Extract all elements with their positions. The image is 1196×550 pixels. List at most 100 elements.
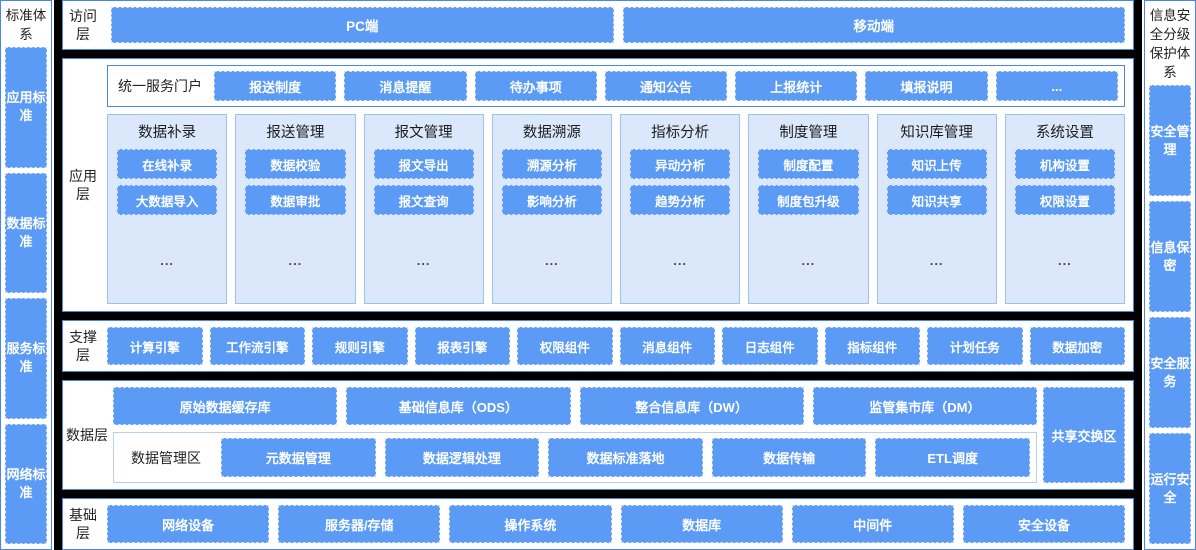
support-item-compute-engine[interactable]: 计算引擎 bbox=[107, 327, 203, 365]
app-card-item[interactable]: 报文导出 bbox=[373, 149, 474, 179]
app-card-item[interactable]: 数据审批 bbox=[245, 185, 346, 215]
data-store-ods[interactable]: 基础信息库（ODS） bbox=[346, 387, 571, 425]
share-exchange-zone[interactable]: 共享交换区 bbox=[1043, 387, 1125, 483]
app-card-system-settings: 系统设置 机构设置 权限设置 ... bbox=[1004, 114, 1125, 304]
left-pillar-standards-system: 标准体系 应用标准 数据标准 服务标准 网络标准 bbox=[0, 0, 52, 550]
infra-item-middleware[interactable]: 中间件 bbox=[791, 505, 954, 543]
left-pillar-item-application-standard[interactable]: 应用标准 bbox=[5, 47, 47, 168]
infra-item-server-storage[interactable]: 服务器/存储 bbox=[278, 505, 441, 543]
app-card-item[interactable]: 报文查询 bbox=[373, 185, 474, 215]
right-gutter-divider bbox=[1134, 0, 1142, 550]
data-store-raw-cache[interactable]: 原始数据缓存库 bbox=[113, 387, 338, 425]
support-layer-body: 计算引擎 工作流引擎 规则引擎 报表引擎 权限组件 消息组件 日志组件 指标组件… bbox=[103, 321, 1133, 371]
share-exchange-zone-column: 共享交换区 bbox=[1037, 381, 1133, 489]
portal-item-filling-instructions[interactable]: 填报说明 bbox=[865, 71, 988, 101]
app-card-more[interactable]: ... bbox=[544, 252, 559, 268]
infra-item-network-equipment[interactable]: 网络设备 bbox=[107, 505, 270, 543]
app-card-item[interactable]: 知识上传 bbox=[886, 149, 987, 179]
unified-service-portal-label: 统一服务门户 bbox=[118, 78, 202, 94]
access-layer-label: 访问层 bbox=[69, 8, 97, 42]
right-pillar-item-security-management[interactable]: 安全管理 bbox=[1149, 85, 1191, 196]
support-item-rule-engine[interactable]: 规则引擎 bbox=[312, 327, 408, 365]
application-layer-label: 应用层 bbox=[69, 168, 97, 202]
portal-item-report-statistics[interactable]: 上报统计 bbox=[735, 71, 858, 101]
data-manage-item-etl-scheduling[interactable]: ETL调度 bbox=[875, 438, 1030, 477]
portal-item-reporting-system[interactable]: 报送制度 bbox=[214, 71, 337, 101]
app-card-item[interactable]: 制度包升级 bbox=[758, 185, 859, 215]
app-card-item[interactable]: 机构设置 bbox=[1014, 149, 1115, 179]
left-pillar-item-data-standard[interactable]: 数据标准 bbox=[5, 172, 47, 293]
right-pillar-item-information-confidentiality[interactable]: 信息保密 bbox=[1149, 201, 1191, 312]
app-card-more[interactable]: ... bbox=[1057, 252, 1072, 268]
left-pillar-item-service-standard[interactable]: 服务标准 bbox=[5, 298, 47, 419]
left-pillar-items: 应用标准 数据标准 服务标准 网络标准 bbox=[5, 47, 47, 545]
portal-item-more[interactable]: ... bbox=[995, 71, 1118, 101]
data-manage-item-transmission[interactable]: 数据传输 bbox=[711, 438, 867, 477]
app-card-item[interactable]: 数据校验 bbox=[245, 149, 346, 179]
right-pillar-item-security-service[interactable]: 安全服务 bbox=[1149, 317, 1191, 428]
data-manage-item-logic-processing[interactable]: 数据逻辑处理 bbox=[384, 438, 540, 477]
app-card-more[interactable]: ... bbox=[288, 252, 303, 268]
left-pillar-title: 标准体系 bbox=[5, 8, 47, 42]
access-layer-body: PC端 移动端 bbox=[103, 1, 1133, 49]
portal-item-announcement[interactable]: 通知公告 bbox=[604, 71, 728, 101]
app-card-item[interactable]: 溯源分析 bbox=[501, 149, 602, 179]
app-card-title: 数据溯源 bbox=[522, 125, 581, 141]
app-card-submission-management: 报送管理 数据校验 数据审批 ... bbox=[235, 114, 356, 304]
application-layer-body: 统一服务门户 报送制度 消息提醒 待办事项 通知公告 上报统计 填报说明 ...… bbox=[103, 59, 1133, 311]
data-stores-row: 原始数据缓存库 基础信息库（ODS） 整合信息库（DW） 监管集市库（DM） bbox=[113, 387, 1037, 425]
access-item-pc[interactable]: PC端 bbox=[111, 7, 614, 43]
left-pillar-item-network-standard[interactable]: 网络标准 bbox=[5, 423, 47, 544]
data-store-dm[interactable]: 监管集市库（DM） bbox=[812, 387, 1037, 425]
infra-item-security-equipment[interactable]: 安全设备 bbox=[962, 505, 1126, 543]
app-card-title: 数据补录 bbox=[138, 125, 197, 141]
data-store-dw[interactable]: 整合信息库（DW） bbox=[579, 387, 804, 425]
data-management-zone-label: 数据管理区 bbox=[131, 449, 201, 466]
infra-item-operating-system[interactable]: 操作系统 bbox=[449, 505, 612, 543]
support-item-report-engine[interactable]: 报表引擎 bbox=[414, 327, 510, 365]
app-card-title: 系统设置 bbox=[1035, 125, 1094, 141]
support-layer: 支撑层 计算引擎 工作流引擎 规则引擎 报表引擎 权限组件 消息组件 日志组件 … bbox=[62, 320, 1134, 372]
access-item-mobile[interactable]: 移动端 bbox=[622, 7, 1125, 43]
support-item-message-component[interactable]: 消息组件 bbox=[619, 327, 715, 365]
app-card-title: 知识库管理 bbox=[900, 125, 973, 141]
app-card-item[interactable]: 趋势分析 bbox=[630, 185, 731, 215]
app-card-item[interactable]: 异动分析 bbox=[630, 149, 731, 179]
data-manage-item-metadata[interactable]: 元数据管理 bbox=[221, 438, 376, 477]
app-card-item[interactable]: 在线补录 bbox=[117, 149, 218, 179]
data-layer-body: 原始数据缓存库 基础信息库（ODS） 整合信息库（DW） 监管集市库（DM） 数… bbox=[111, 381, 1037, 489]
app-card-item[interactable]: 权限设置 bbox=[1014, 185, 1115, 215]
data-manage-item-standard-landing[interactable]: 数据标准落地 bbox=[548, 438, 703, 477]
support-item-log-component[interactable]: 日志组件 bbox=[722, 327, 818, 365]
app-card-title: 报送管理 bbox=[266, 125, 325, 141]
app-card-more[interactable]: ... bbox=[801, 252, 816, 268]
app-card-item[interactable]: 知识共享 bbox=[886, 185, 987, 215]
app-card-more[interactable]: ... bbox=[160, 252, 175, 268]
support-item-permission-component[interactable]: 权限组件 bbox=[517, 327, 613, 365]
app-card-policy-management: 制度管理 制度配置 制度包升级 ... bbox=[748, 114, 869, 304]
app-card-more[interactable]: ... bbox=[416, 252, 431, 268]
infra-item-database[interactable]: 数据库 bbox=[620, 505, 783, 543]
data-layer-label: 数据层 bbox=[66, 427, 108, 443]
support-item-indicator-component[interactable]: 指标组件 bbox=[824, 327, 920, 365]
right-pillar-item-operational-security[interactable]: 运行安全 bbox=[1149, 433, 1191, 544]
app-card-item[interactable]: 影响分析 bbox=[501, 185, 602, 215]
portal-item-message-reminder[interactable]: 消息提醒 bbox=[344, 71, 467, 101]
support-item-workflow-engine[interactable]: 工作流引擎 bbox=[209, 327, 305, 365]
support-item-scheduled-task[interactable]: 计划任务 bbox=[927, 327, 1023, 365]
infrastructure-layer-label: 基础层 bbox=[69, 507, 97, 541]
left-gutter-divider bbox=[54, 0, 62, 550]
infrastructure-layer-body: 网络设备 服务器/存储 操作系统 数据库 中间件 安全设备 bbox=[103, 499, 1133, 549]
application-layer: 应用层 统一服务门户 报送制度 消息提醒 待办事项 通知公告 上报统计 填报说明… bbox=[62, 58, 1134, 312]
app-card-more[interactable]: ... bbox=[929, 252, 944, 268]
right-pillar-title: 信息安全分级保护体系 bbox=[1149, 8, 1191, 80]
app-card-item[interactable]: 大数据导入 bbox=[117, 185, 218, 215]
app-card-data-entry: 数据补录 在线补录 大数据导入 ... bbox=[107, 114, 228, 304]
portal-item-todo[interactable]: 待办事项 bbox=[474, 71, 597, 101]
right-pillar-security-system: 信息安全分级保护体系 安全管理 信息保密 安全服务 运行安全 bbox=[1144, 0, 1196, 550]
support-item-data-encryption[interactable]: 数据加密 bbox=[1029, 327, 1125, 365]
app-card-item[interactable]: 制度配置 bbox=[758, 149, 859, 179]
app-card-more[interactable]: ... bbox=[673, 252, 688, 268]
app-card-message-management: 报文管理 报文导出 报文查询 ... bbox=[363, 114, 484, 304]
